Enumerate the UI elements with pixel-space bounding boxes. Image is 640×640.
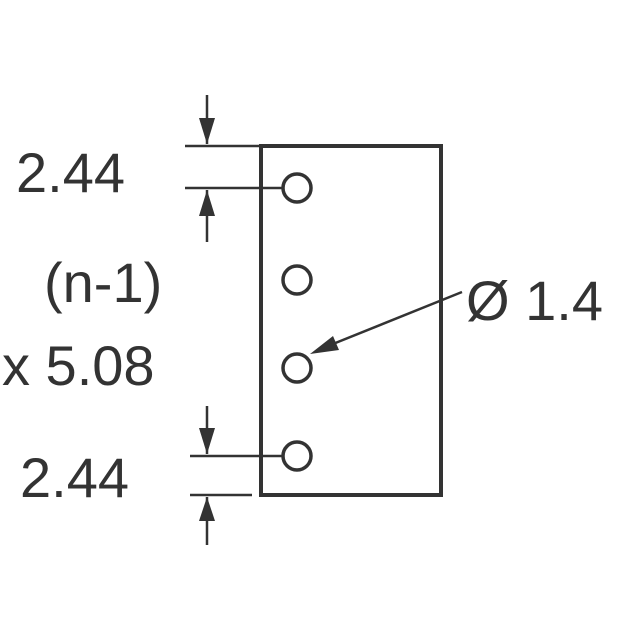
diameter-leader-line (317, 290, 463, 352)
bottom-pitch-label: 2.44 (20, 446, 129, 509)
pin-hole-2 (281, 264, 313, 296)
n-minus-1-label: (n-1) (44, 251, 162, 314)
pitch-label: x 5.08 (2, 334, 155, 397)
pin-hole-1 (281, 172, 313, 204)
bottom-arrow-down-head (199, 428, 215, 454)
top-arrow-up-head (199, 190, 215, 216)
bottom-arrow-up-head (199, 497, 215, 521)
pin-hole-3 (281, 352, 313, 384)
pin-hole-4 (281, 440, 313, 472)
top-arrow-down-head (199, 118, 215, 144)
diameter-leader-head (310, 336, 339, 354)
hole-diameter-label: Ø 1.4 (466, 269, 603, 332)
top-pitch-label: 2.44 (16, 141, 125, 204)
package-outline (259, 144, 443, 497)
